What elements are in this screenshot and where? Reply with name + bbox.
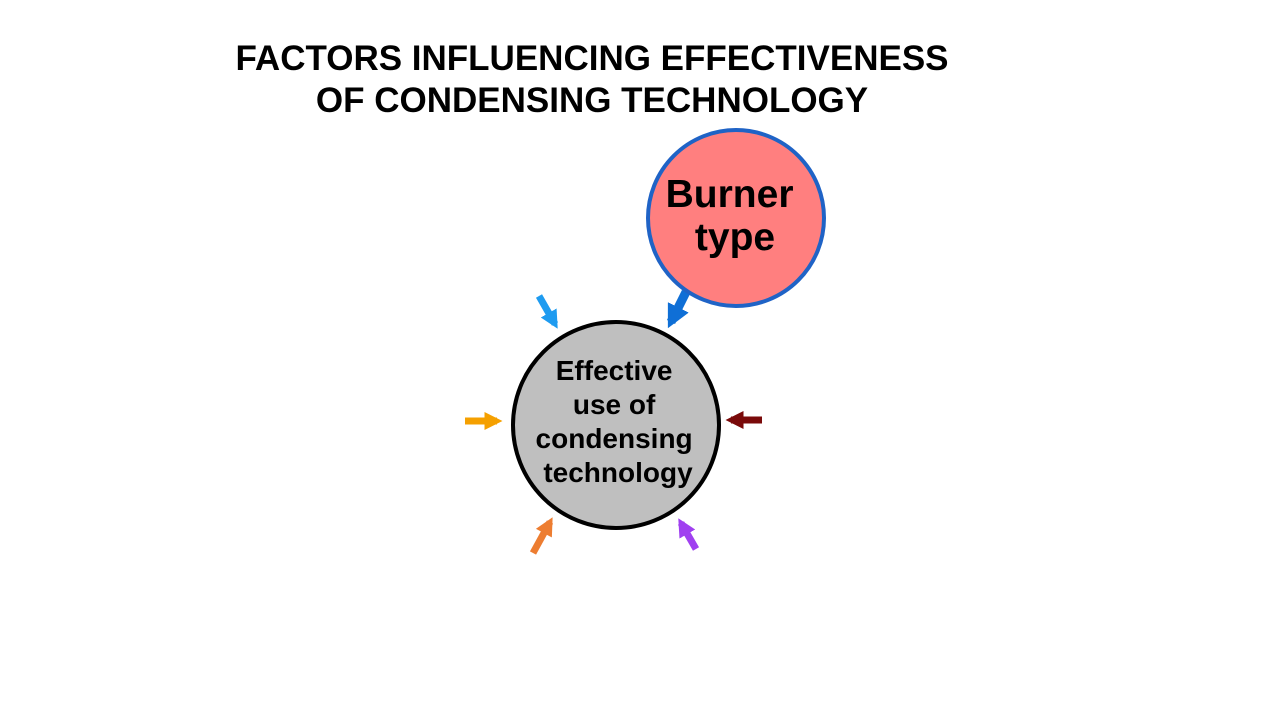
bottom-left-arrow: [529, 517, 554, 555]
burner-type-node: Burner type: [646, 128, 826, 308]
top-left-arrow: [535, 294, 559, 329]
center-node-circle: [511, 320, 721, 530]
center-node-line-3: condensing: [536, 423, 693, 454]
burner-arrow: [666, 289, 691, 329]
center-node-line-1: Effective: [556, 355, 673, 386]
title-line-1: FACTORS INFLUENCING EFFECTIVENESS: [235, 39, 949, 78]
center-node-line-4: technology: [543, 457, 693, 488]
burner-type-line-2: type: [695, 216, 775, 259]
burner-type-circle: [646, 128, 826, 308]
burner-type-label: Burner type: [666, 173, 805, 259]
center-node: Effective use of condensing technology: [511, 320, 721, 530]
title-line-2: OF CONDENSING TECHNOLOGY: [315, 81, 869, 120]
burner-type-line-1: Burner: [666, 173, 794, 216]
center-node-line-2: use of: [573, 389, 656, 420]
diagram-title: FACTORS INFLUENCING EFFECTIVENESS OF CON…: [192, 38, 992, 122]
center-node-label: Effective use of condensing technology: [536, 355, 701, 488]
bottom-right-arrow: [677, 518, 700, 551]
